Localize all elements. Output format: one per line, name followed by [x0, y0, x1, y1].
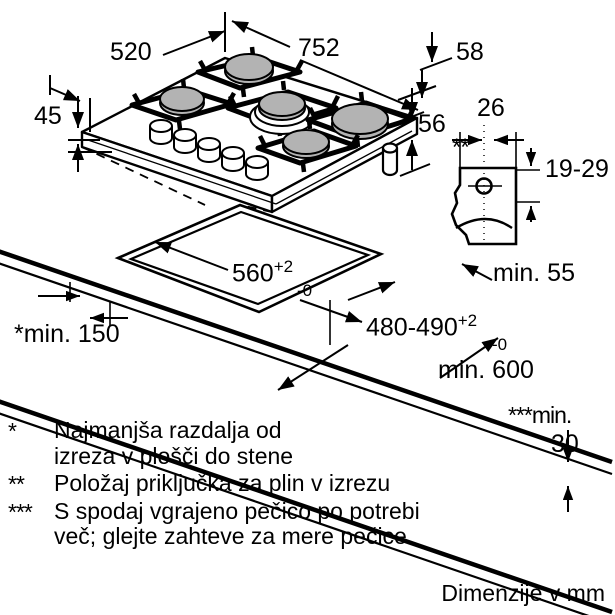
- control-knob-5: [245, 155, 269, 181]
- worktop-cutout: [114, 203, 385, 314]
- gas-connection-marker: **: [452, 134, 470, 161]
- control-knob-2: [173, 128, 197, 154]
- footnote-line: več; glejte zahteve za mere pečice: [54, 523, 407, 550]
- footnote-mark-1: *: [8, 418, 17, 444]
- control-knob-3: [197, 137, 221, 163]
- dim-19-29: [516, 148, 540, 222]
- dim-label-480-490-tolerance: 480-490+2: [366, 312, 477, 340]
- dim-label-min-30-value: 30: [551, 430, 579, 458]
- burner-left: [129, 78, 236, 130]
- footnote-body-3: S spodaj vgrajeno pečico po potrebi več;…: [54, 497, 420, 551]
- worktop-front-edge: [0, 399, 613, 615]
- burner-rear-left: [195, 46, 304, 98]
- dim-480-490: [277, 281, 396, 391]
- dim-26: [452, 132, 524, 168]
- dim-label-58: 58: [456, 38, 484, 66]
- footnote-line: Najmanjša razdalja od: [54, 417, 282, 443]
- dim-480-490-tol-plus: +2: [457, 311, 478, 330]
- footnote-item-2: ** Položaj priključka za plin v izrezu: [8, 469, 488, 498]
- dim-label-26: 26: [477, 94, 505, 122]
- control-knob-4: [221, 146, 245, 172]
- dim-label-min-600: min. 600: [438, 356, 534, 384]
- dim-label-56: 56: [418, 110, 446, 138]
- footnote-item-1: * Najmanjša razdalja od izreza v plošči …: [8, 417, 488, 470]
- hob-dimension-lines: [49, 12, 453, 177]
- units-caption: Dimenzije v mm: [441, 580, 605, 606]
- burner-centre-wok: [225, 80, 341, 137]
- dim-label-min-55: min. 55: [493, 259, 575, 287]
- burner-right: [305, 91, 417, 148]
- footnote-body-2: Položaj priključka za plin v izrezu: [54, 469, 391, 497]
- dim-label-752: 752: [298, 34, 340, 62]
- footnote-body-1: Najmanjša razdalja od izreza v plošči do…: [54, 417, 294, 470]
- dim-label-19-29: 19-29: [545, 155, 609, 183]
- projection-lines: [81, 146, 273, 213]
- leader-min-600: [439, 337, 499, 379]
- leader-min-55: [461, 263, 493, 281]
- worktop-assembly: [0, 146, 613, 615]
- dim-480-490-tol-minus: -0: [492, 335, 508, 354]
- cutout-dimension-lines: [38, 241, 574, 512]
- control-knobs: [149, 119, 269, 181]
- footnote-line: Položaj priključka za plin v izrezu: [54, 469, 391, 496]
- hob-assembly: [80, 46, 419, 214]
- dim-56: [397, 88, 431, 177]
- footnote-item-3: *** S spodaj vgrajeno pečico po potrebi …: [8, 497, 488, 551]
- dim-58: [397, 32, 453, 101]
- dim-min-150: [38, 282, 128, 326]
- footnote-mark-3: ***: [8, 498, 33, 525]
- dim-560-tol-minus: -0: [297, 281, 313, 300]
- dim-label-min-30-mark: ***min.: [508, 402, 572, 428]
- worktop-rear-edge: [0, 249, 613, 476]
- dim-label-45: 45: [34, 102, 62, 130]
- dim-560: [154, 241, 363, 323]
- footnote-mark-2: **: [8, 470, 25, 497]
- dim-560-value: 560: [232, 259, 274, 288]
- dim-label-560-tolerance: 560+2: [232, 258, 293, 286]
- gas-connection-stub: [381, 142, 399, 177]
- dim-label-min-150: *min. 150: [14, 320, 120, 348]
- footnote-legend: * Najmanjša razdalja od izreza v plošči …: [8, 417, 488, 551]
- dim-45: [68, 96, 112, 172]
- burner-front: [255, 119, 360, 173]
- hob-body-side: [80, 116, 419, 214]
- footnote-line: izreza v plošči do stene: [54, 442, 294, 469]
- dim-480-490-value: 480-490: [366, 313, 458, 342]
- dim-label-520: 520: [110, 38, 152, 66]
- dim-520: [49, 30, 226, 102]
- control-knob-1: [149, 119, 173, 145]
- dim-560-tol-plus: +2: [273, 257, 294, 276]
- footnote-line: S spodaj vgrajeno pečico po potrebi: [54, 497, 420, 524]
- gas-connection-detail: [450, 125, 540, 246]
